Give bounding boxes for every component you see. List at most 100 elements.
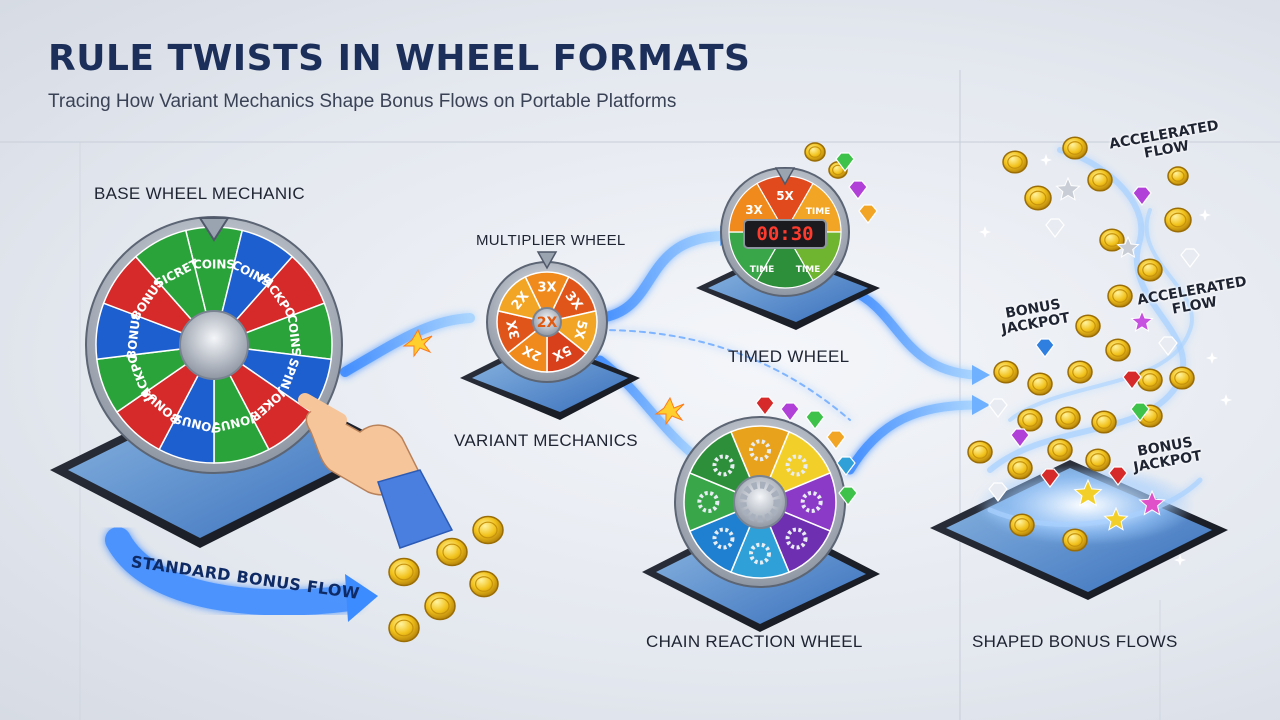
gem-icon [988, 482, 1008, 502]
sparkle-icon [1174, 554, 1186, 566]
star-icon [1116, 235, 1140, 258]
coin-rim [1090, 453, 1106, 467]
gear-icon [785, 527, 808, 550]
coin-rim [1067, 533, 1083, 547]
coin-rim [475, 576, 494, 592]
star-icon [1138, 489, 1166, 516]
coin-icon [1085, 448, 1111, 472]
gem-icon [836, 456, 856, 476]
coin-icon [436, 537, 468, 567]
gem-icon [1132, 186, 1152, 206]
gem-icon [1108, 466, 1128, 486]
gear-icon [749, 439, 771, 462]
hand-pointer-icon [298, 393, 454, 549]
gem-icon [755, 396, 775, 416]
sparkle-icon [979, 226, 991, 238]
coin-rim [478, 521, 498, 539]
star-icons [979, 154, 1232, 566]
gear-icon [800, 491, 823, 513]
wheel-segment-label: 5X [571, 319, 590, 341]
coin-rim [1012, 461, 1028, 475]
chain-reaction-wheel [674, 416, 846, 588]
sparkle-icon [1040, 154, 1052, 166]
coin-icon [388, 557, 420, 587]
gem-icon [1180, 248, 1200, 268]
coin-icon [804, 142, 826, 162]
coin-icon [1047, 438, 1073, 462]
wheel-segment [683, 471, 762, 533]
coin-icon [469, 570, 499, 598]
sparkle-icon [1199, 209, 1211, 221]
gem-icon [1158, 336, 1178, 356]
coin-rim [430, 597, 450, 615]
coin-rim [808, 146, 822, 158]
wheel-segment [758, 471, 837, 533]
coin-rim [394, 619, 414, 637]
coin-rim [1014, 518, 1030, 532]
gear-icon [749, 542, 771, 565]
flow-variant-dash [599, 329, 851, 421]
star-icon [1130, 309, 1154, 332]
coin-rim [1174, 371, 1190, 385]
gear-icon [712, 454, 735, 477]
coin-icon [1055, 406, 1081, 430]
gem-icon [780, 402, 800, 422]
coin-rim [1112, 289, 1128, 303]
coin-rim [1171, 170, 1185, 182]
coin-icon [1027, 372, 1053, 396]
timer-value: 00:30 [756, 223, 813, 245]
coin-icon [1017, 408, 1043, 432]
sparkle-icon [1206, 352, 1218, 364]
star-icon [1103, 506, 1129, 531]
coin-icon [1067, 360, 1093, 384]
timer-display [743, 219, 827, 249]
coin-icon [1091, 410, 1117, 434]
gear-icon [712, 527, 735, 550]
coin-rim [442, 543, 462, 561]
label-shaped-bonus-flows: SHAPED BONUS FLOWS [972, 632, 1178, 651]
coin-icon [1002, 150, 1028, 174]
timed-top-label: 5X [776, 189, 794, 203]
gem-icon [1045, 218, 1065, 238]
flow-multiplier-to-timed [595, 231, 725, 323]
label-variant-mechanics: VARIANT MECHANICS [454, 431, 638, 450]
coin-rim [1029, 190, 1047, 206]
gem-icon [858, 204, 878, 224]
wheel-hub-label: 2X [537, 315, 558, 331]
coin-icon [1024, 185, 1052, 211]
timed-bottom-label: TIME [796, 265, 821, 275]
wheel-segment-label: COINS [193, 257, 235, 271]
coin-icon [1164, 207, 1192, 233]
page-title: RULE TWISTS IN WHEEL FORMATS [48, 38, 751, 79]
coin-icon [472, 515, 504, 545]
coin-icon [1137, 258, 1163, 282]
coin-rim [1007, 155, 1023, 169]
timed-top-label: TIME [806, 207, 831, 217]
label-base-wheel: BASE WHEEL MECHANIC [94, 184, 305, 203]
coin-rim [1060, 411, 1076, 425]
coin-rim [972, 445, 988, 459]
coin-rim [1022, 413, 1038, 427]
coin-rim [1080, 319, 1096, 333]
flow-chain-to-shaped [845, 400, 980, 475]
gear-icon [785, 454, 808, 477]
wheel-hub [179, 310, 249, 380]
page-subtitle: Tracing How Variant Mechanics Shape Bonu… [48, 91, 677, 112]
coin-rim [831, 164, 844, 176]
coin-icon [1075, 314, 1101, 338]
coin-icons [388, 136, 1195, 643]
wheel-segment [756, 230, 814, 289]
coin-icon [1105, 338, 1131, 362]
coin-rim [1052, 443, 1068, 457]
coin-icon [1167, 166, 1189, 186]
wheel-hub [532, 307, 562, 337]
gem-icon [1010, 428, 1030, 448]
wheel-segment-label: 3X [505, 319, 524, 341]
coin-rim [1067, 141, 1083, 155]
base-wheel: COINSCOINSJACKPOTCOINSSPINJOKERJONUSJONU… [85, 216, 343, 474]
timed-wheel-pointer [774, 167, 796, 186]
coin-rim [1104, 233, 1120, 247]
gem-icon [1130, 402, 1150, 422]
